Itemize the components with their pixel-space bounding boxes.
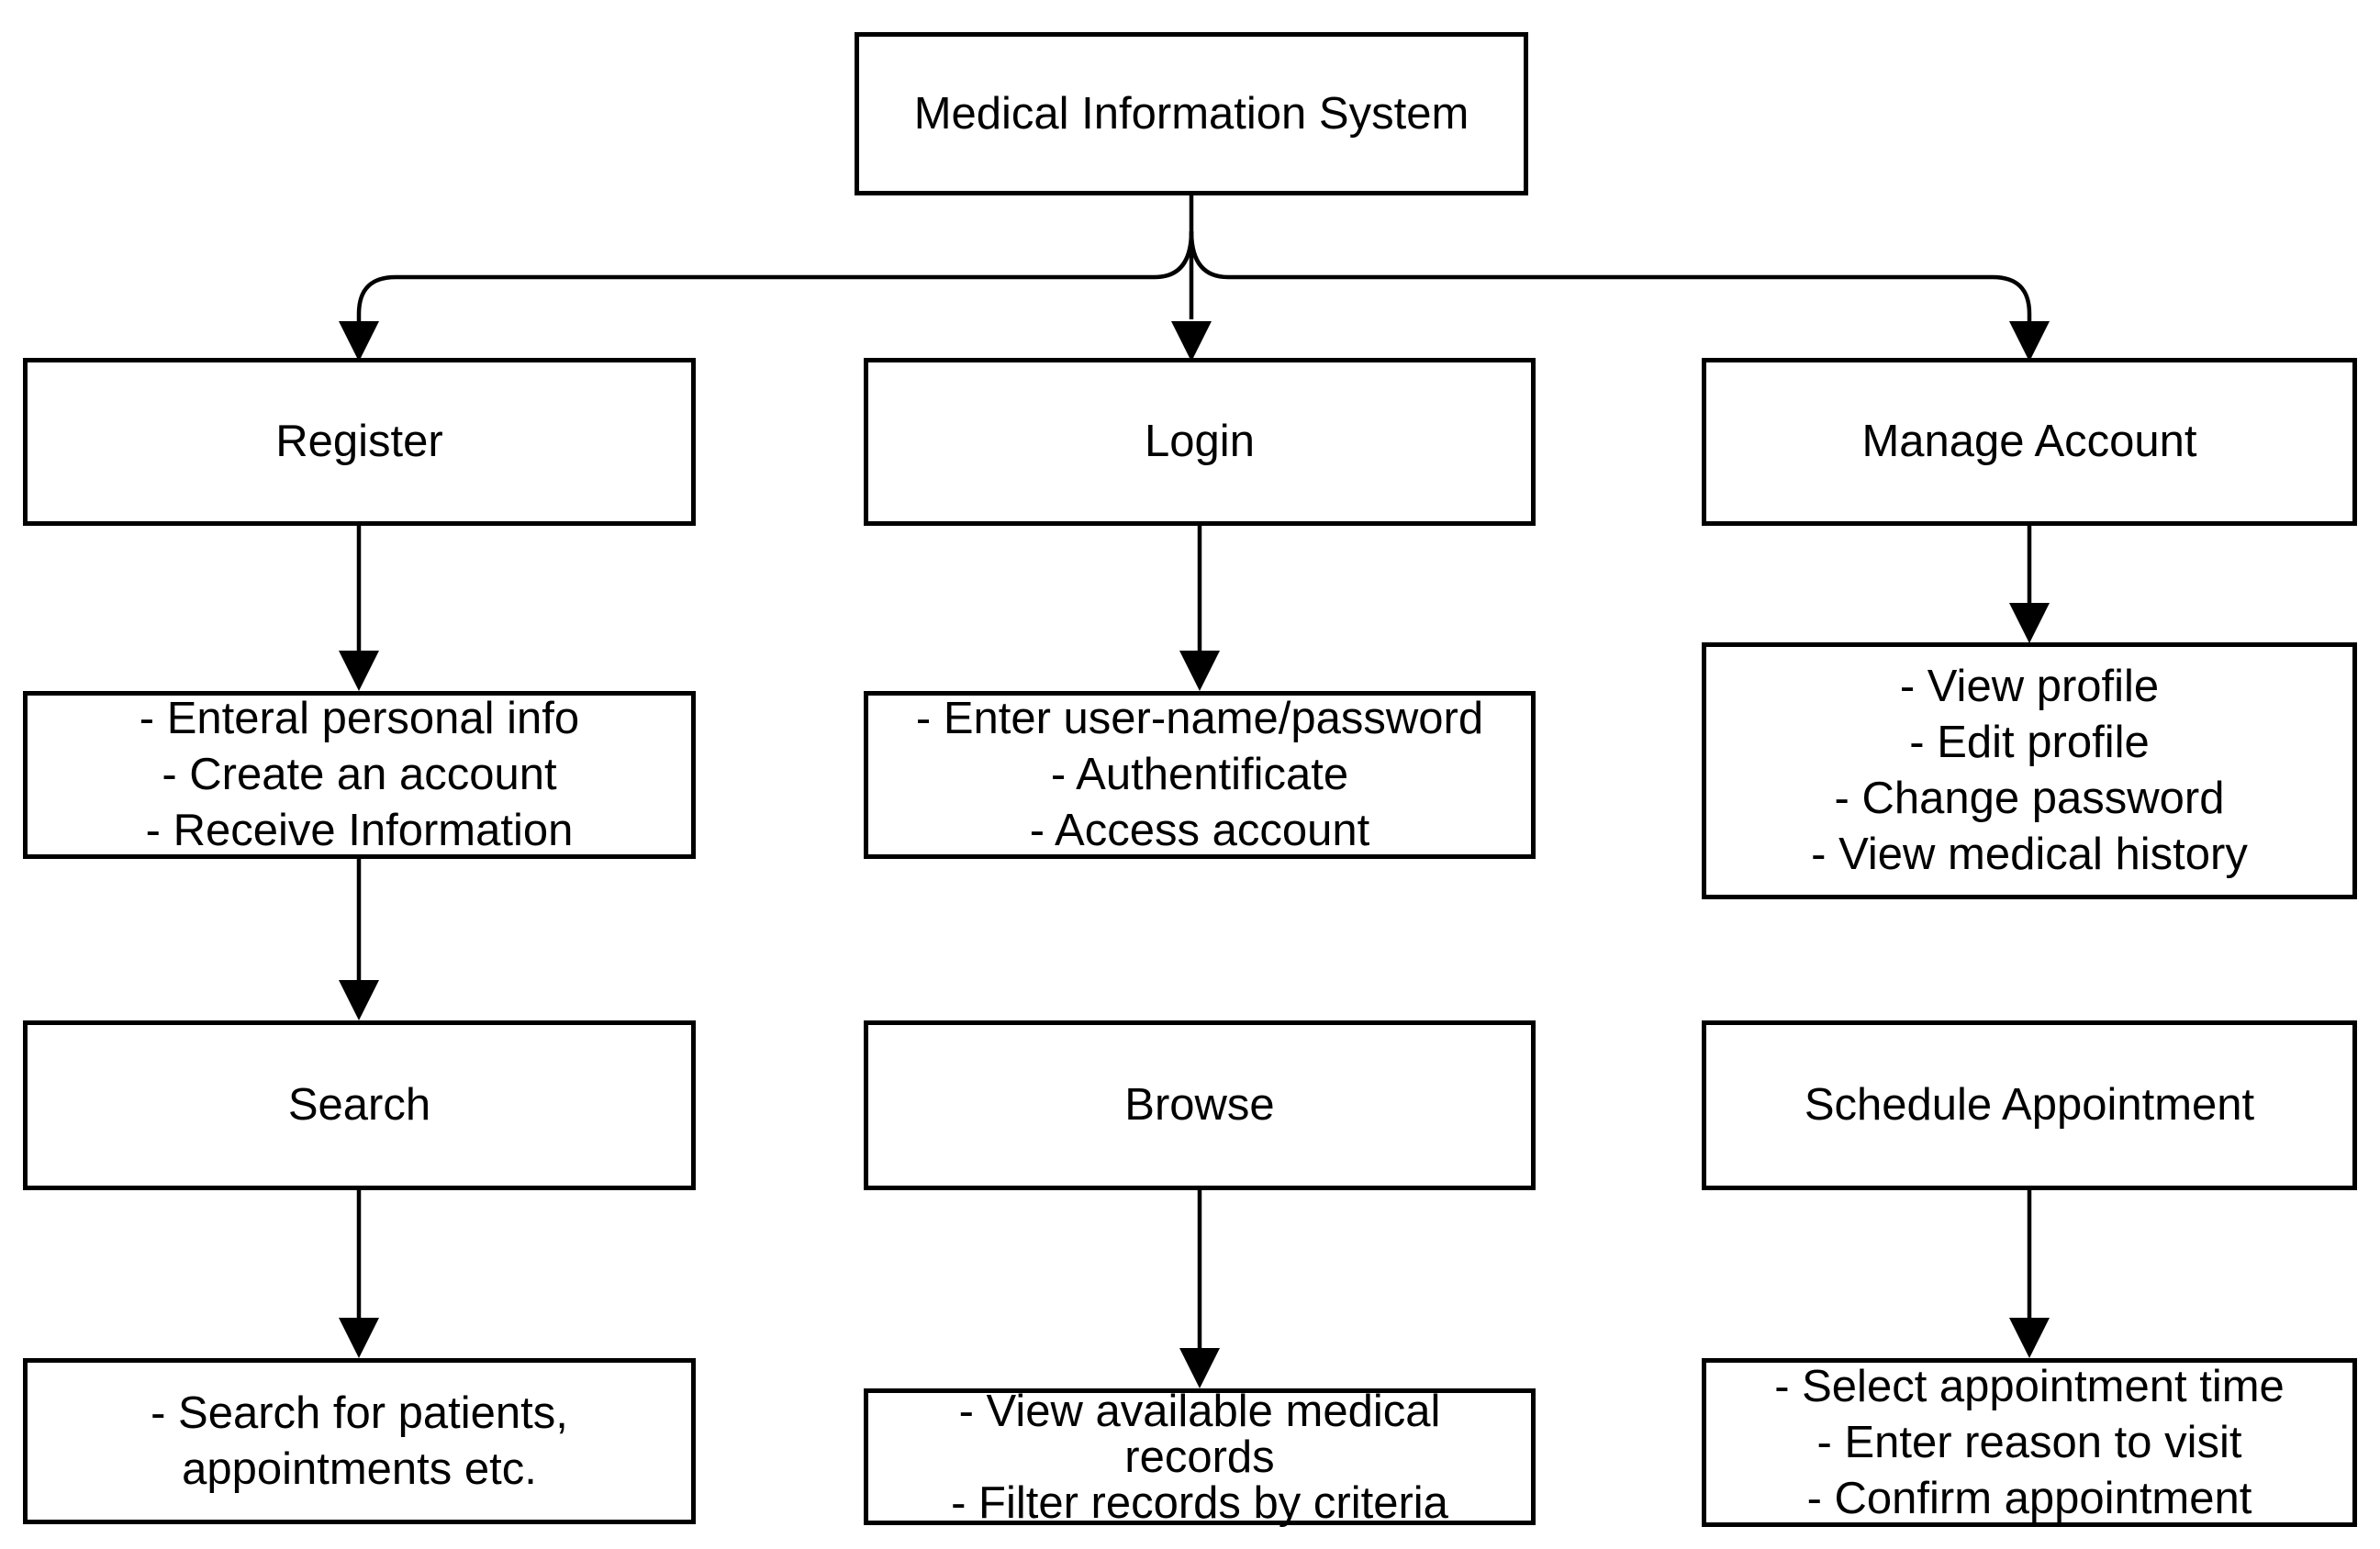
detail-line: - Confirm appointment: [1806, 1473, 2252, 1523]
connector-root-register: [356, 230, 1194, 323]
node-label: Schedule Appointment: [1804, 1080, 2255, 1130]
detail-line: - Create an account: [162, 750, 557, 799]
connector-root-manage-account: [1189, 230, 2032, 323]
detail-line: - Edit profile: [1909, 718, 2150, 767]
node-register-detail: - Enteral personal info - Create an acco…: [23, 691, 696, 859]
arrowhead-manage-account-detail: [2009, 603, 2050, 643]
node-login: Login: [864, 358, 1536, 526]
arrowhead-schedule-detail: [2009, 1318, 2050, 1358]
node-medical-information-system: Medical Information System: [855, 32, 1528, 195]
detail-line: - Enteral personal info: [139, 694, 580, 743]
node-label: Search: [287, 1080, 431, 1130]
arrowhead-search-detail: [339, 1318, 379, 1358]
node-label: Register: [275, 417, 443, 466]
detail-line: - View medical history: [1811, 830, 2248, 879]
detail-line: - Search for patients,: [151, 1387, 568, 1438]
detail-line: - Filter records by criteria: [951, 1477, 1448, 1528]
detail-line: - Select appointment time: [1774, 1361, 2285, 1411]
arrowhead-login: [1171, 321, 1212, 362]
arrowhead-search: [339, 980, 379, 1020]
arrowhead-register-detail: [339, 651, 379, 691]
detail-line: records: [1124, 1432, 1275, 1482]
arrowhead-register: [339, 321, 379, 362]
node-label: Manage Account: [1861, 417, 2197, 466]
arrowhead-login-detail: [1179, 651, 1220, 691]
detail-line: - Change password: [1834, 774, 2225, 823]
detail-line: - Enter reason to visit: [1816, 1417, 2242, 1467]
node-browse: Browse: [864, 1020, 1536, 1190]
detail-line: - Authentificate: [1050, 750, 1349, 799]
node-search: Search: [23, 1020, 696, 1190]
detail-line: - View profile: [1899, 662, 2160, 711]
node-manage-account-detail: - View profile - Edit profile - Change p…: [1702, 642, 2357, 899]
node-login-detail: - Enter user-name/password - Authentific…: [864, 691, 1536, 859]
node-label: Login: [1145, 417, 1255, 466]
arrowhead-manage-account: [2009, 321, 2050, 362]
node-label: Browse: [1124, 1080, 1275, 1130]
arrowhead-browse-detail: [1179, 1348, 1220, 1388]
node-search-detail: - Search for patients, appointments etc.: [23, 1358, 696, 1524]
node-label: Medical Information System: [913, 88, 1469, 139]
node-schedule-appointment: Schedule Appointment: [1702, 1020, 2357, 1190]
detail-line: - View available medical: [958, 1386, 1441, 1436]
detail-line: appointments etc.: [182, 1443, 537, 1494]
node-manage-account: Manage Account: [1702, 358, 2357, 526]
detail-line: - Access account: [1029, 806, 1370, 855]
node-schedule-appointment-detail: - Select appointment time - Enter reason…: [1702, 1358, 2357, 1527]
detail-line: - Enter user-name/password: [915, 694, 1484, 743]
detail-line: - Receive Information: [145, 806, 574, 855]
node-browse-detail: - View available medical records - Filte…: [864, 1386, 1536, 1528]
node-register: Register: [23, 358, 696, 526]
